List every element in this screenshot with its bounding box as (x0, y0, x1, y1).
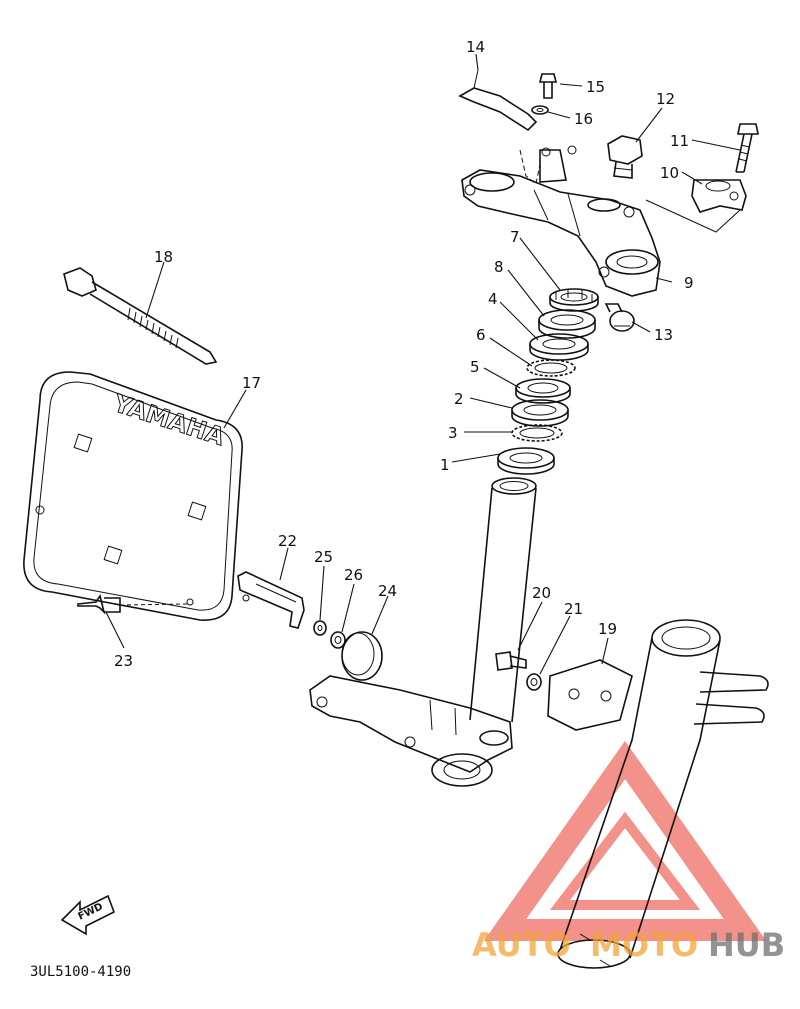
watermark-text: AUTO MOTO HUB (472, 926, 785, 964)
watermark-logo (483, 740, 767, 941)
callout-1: 1 (440, 456, 450, 474)
callout-14: 14 (466, 38, 485, 56)
steering-stem (309, 477, 537, 787)
washer-16 (531, 105, 549, 115)
callout-13: 13 (654, 326, 673, 344)
callout-17: 17 (242, 374, 261, 392)
bolt-20 (495, 651, 527, 671)
callout-21: 21 (564, 600, 583, 618)
callout-18: 18 (154, 248, 173, 266)
number-plate-17: YAMAHA (23, 371, 243, 621)
callout-6: 6 (476, 326, 486, 344)
catalog-code: 3UL5100-4190 (30, 964, 131, 980)
ball-bearing-3 (511, 424, 563, 442)
callout-22: 22 (278, 532, 297, 550)
callout-12: 12 (656, 90, 675, 108)
callout-10: 10 (660, 164, 679, 182)
callout-25: 25 (314, 548, 333, 566)
washer-21 (526, 673, 542, 691)
callout-7: 7 (510, 228, 520, 246)
handlebar-holder-10 (691, 179, 747, 213)
upper-bracket-9 (461, 145, 661, 297)
race-2 (511, 399, 569, 427)
rivet-23 (77, 594, 189, 615)
washer-26 (330, 631, 346, 649)
watermark-hub: HUB (708, 926, 785, 964)
callout-20: 20 (532, 584, 551, 602)
leader-lines (105, 53, 741, 675)
bolt-11 (735, 123, 759, 173)
callout-5: 5 (470, 358, 480, 376)
callout-3: 3 (448, 424, 458, 442)
washer-25 (313, 620, 327, 636)
ring-nut-7 (549, 288, 599, 312)
ball-bearing-6 (526, 359, 576, 377)
fork-19 (547, 619, 769, 969)
bolt-15 (538, 73, 558, 99)
callout-23: 23 (114, 652, 133, 670)
nut-12 (607, 135, 643, 179)
race-5 (515, 378, 571, 404)
race-1 (497, 447, 555, 475)
cap-24 (341, 631, 383, 681)
plate-text: YAMAHA (109, 389, 228, 452)
callout-2: 2 (454, 390, 464, 408)
cable-tie-18 (63, 267, 218, 365)
fwd-arrow: FWD (60, 894, 116, 936)
bracket-14 (458, 69, 538, 132)
callout-11: 11 (670, 132, 689, 150)
callout-8: 8 (494, 258, 504, 276)
race-4 (529, 333, 589, 361)
watermark-auto: AUTO (472, 926, 571, 964)
callout-24: 24 (378, 582, 397, 600)
bolt-13 (604, 303, 635, 332)
callout-4: 4 (488, 290, 498, 308)
callout-26: 26 (344, 566, 363, 584)
callout-19: 19 (598, 620, 617, 638)
watermark-moto: MOTO (590, 926, 698, 964)
bracket-22 (237, 571, 305, 629)
callout-9: 9 (684, 274, 694, 292)
callout-labels: 1 2 3 4 5 6 7 8 9 10 11 12 13 14 15 16 1… (114, 38, 694, 670)
callout-16: 16 (574, 110, 593, 128)
callout-15: 15 (586, 78, 605, 96)
